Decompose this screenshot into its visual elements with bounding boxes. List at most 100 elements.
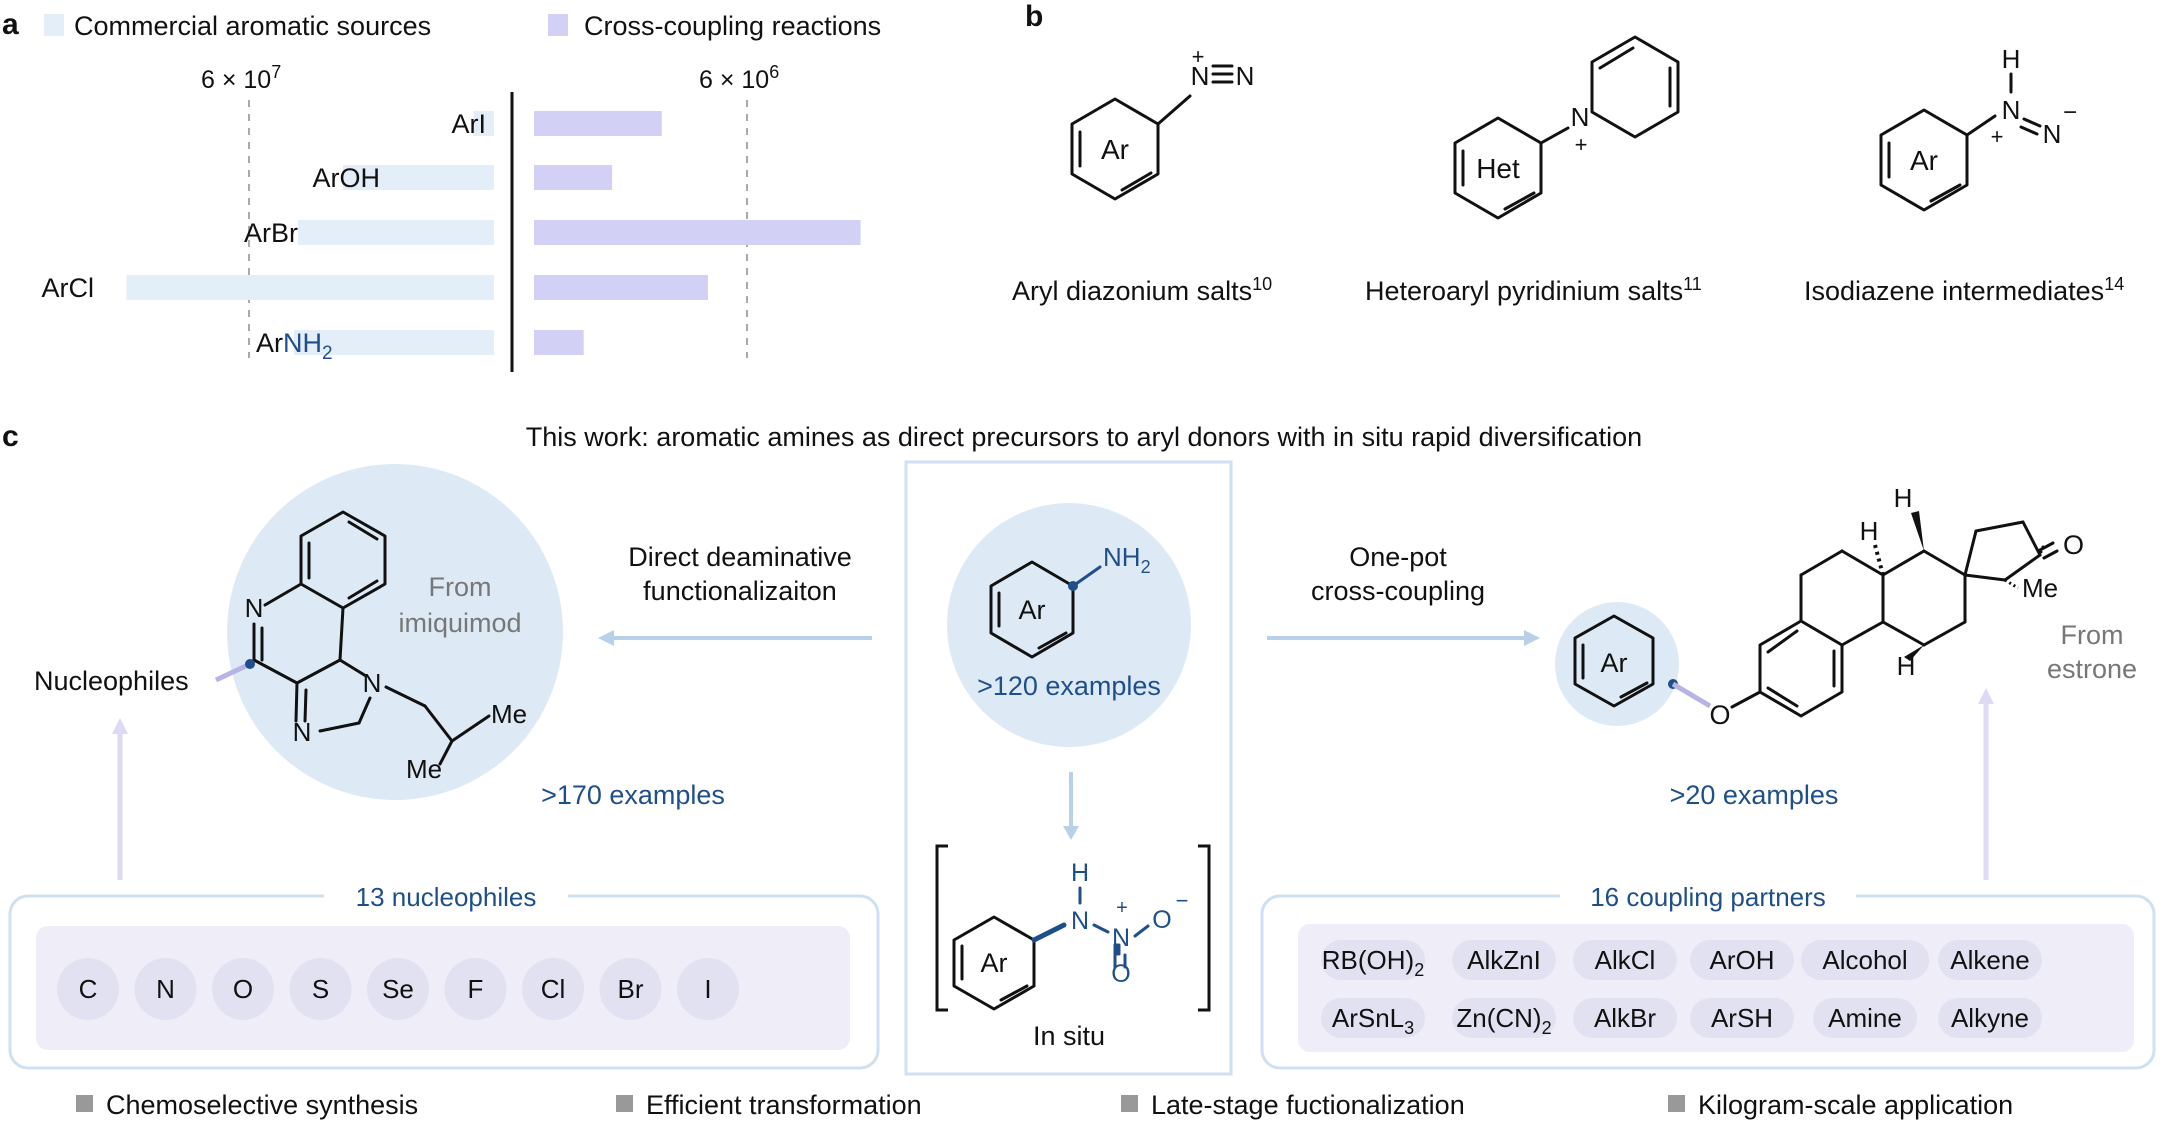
panel-c-label: c: [2, 420, 19, 453]
coupling-partners-box-title: 16 coupling partners: [1590, 882, 1826, 912]
atom-n: N: [2002, 95, 2021, 125]
category-label: ArBr: [244, 218, 298, 248]
wedge-bond: [1904, 645, 1924, 661]
wedge-bond: [1911, 511, 1924, 551]
charge-plus: +: [1192, 44, 1205, 69]
bar-commercial-arnh2: [293, 330, 494, 355]
coupling-partner-chip: [1801, 940, 1929, 980]
atom-o: O: [2063, 530, 2084, 560]
imiquimod-circle: [227, 464, 563, 800]
atom-n: N: [1571, 102, 1590, 132]
bar-crosscoupling-arbr: [534, 220, 861, 245]
aryl-diazonium-structure: Ar N + N: [1070, 44, 1255, 201]
caption-isodiazene: Isodiazene intermediates14: [1804, 274, 2124, 306]
bar-crosscoupling-ari: [534, 111, 662, 136]
nucleophile-chip: [677, 958, 739, 1020]
ref-line-label-right: 6 × 106: [699, 62, 779, 94]
bar-crosscoupling-arnh2: [534, 330, 584, 355]
methyl-label: Me: [2022, 573, 2058, 603]
coupling-partner-chip: [1452, 998, 1556, 1038]
nh2-label: NH2: [1103, 542, 1151, 577]
category-label: ArNH2: [256, 328, 333, 364]
coupling-partner-chip: [1938, 940, 2042, 980]
coupling-partner-chip-label: ArSnL3: [1332, 1003, 1414, 1038]
right-arrowhead: [1524, 630, 1540, 646]
ref-line-label-left: 6 × 107: [201, 62, 281, 94]
coupling-partner-chip: [1690, 998, 1794, 1038]
nucleophiles-label: Nucleophiles: [34, 666, 189, 696]
estrone-structure: H Ar O O: [1573, 483, 2084, 730]
coupling-bond: [1671, 681, 1712, 709]
from-label: From: [429, 572, 492, 602]
atom-h: H: [1071, 859, 1089, 887]
from-source-label: imiquimod: [398, 608, 521, 638]
commercial-bars: [126, 111, 494, 355]
left-arrow-label: Direct deaminative: [628, 542, 852, 572]
feature-label: Late-stage fuctionalization: [1151, 1090, 1465, 1120]
center-circle: [947, 503, 1191, 747]
bar-commercial-arcl: [126, 275, 494, 300]
feature-bullet-icon: [76, 1095, 93, 1112]
coupling-partner-chip: [1690, 940, 1794, 980]
coupling-partner-chip: [1573, 998, 1677, 1038]
center-examples: >120 examples: [977, 671, 1161, 701]
category-label: ArCl: [42, 273, 95, 303]
ar-label: Ar: [1101, 134, 1129, 165]
ar-label: Ar: [1601, 648, 1628, 678]
atom-n: N: [293, 717, 312, 747]
atom-n: N: [245, 593, 264, 623]
coupling-partner-chip: [1938, 998, 2042, 1038]
ar-label: Ar: [1019, 595, 1046, 625]
nitrosamine-structure: Ar H N N + O − O: [935, 844, 1211, 1012]
center-panel: [904, 460, 1233, 1076]
imiquimod-structure: N N N Me Me: [214, 510, 527, 784]
charge-plus: +: [1991, 124, 2004, 149]
legend-swatch-commercial: [44, 14, 64, 36]
nucleophile-chip-label: Br: [618, 974, 644, 1004]
ar-label: Ar: [1910, 145, 1938, 176]
nucleophiles-box-title: 13 nucleophiles: [356, 882, 537, 912]
center-down-arrowhead: [1063, 826, 1079, 840]
bar-chart: 6 × 107 6 × 106 ArI ArOH ArBr ArCl ArNH2: [42, 62, 861, 372]
charge-plus: +: [1575, 132, 1588, 157]
coupling-partner-chip-label: ArSH: [1711, 1003, 1773, 1033]
coupling-partner-chip-label: Amine: [1828, 1003, 1902, 1033]
atom-h: H: [1860, 516, 1879, 546]
nucleophile-chip: [57, 958, 119, 1020]
atom-n: N: [1236, 61, 1255, 91]
crosscoupling-bars: [534, 111, 861, 355]
attachment-dot: [245, 659, 255, 669]
coupling-partner-chip-label: RB(OH)2: [1322, 945, 1424, 980]
left-examples: >170 examples: [541, 780, 725, 810]
nucleophile-chip-label: Cl: [541, 974, 566, 1004]
right-up-arrowhead: [1978, 688, 1994, 704]
atom-n: N: [363, 668, 382, 698]
right-arrow-label: cross-coupling: [1311, 576, 1485, 606]
coupling-partner-chip: [1573, 940, 1677, 980]
from-label: From: [2061, 620, 2124, 650]
bar-commercial-aroh: [342, 165, 494, 190]
atom-h: H: [1894, 483, 1913, 513]
caption-aryl-diazonium: Aryl diazonium salts10: [1012, 274, 1272, 306]
coupling-partner-chip-label: AlkZnI: [1467, 945, 1541, 975]
right-arrow-label: One-pot: [1349, 542, 1447, 572]
feature-label: Efficient transformation: [646, 1090, 922, 1120]
nucleophile-chip: [367, 958, 429, 1020]
het-label: Het: [1476, 153, 1520, 184]
feature-bullet-icon: [1121, 1095, 1138, 1112]
nucleophile-bond: [214, 661, 252, 683]
feature-bullet-icon: [1668, 1095, 1685, 1112]
hash-bond: [1873, 544, 1885, 576]
category-label: ArOH: [313, 163, 381, 193]
nucleophile-chip: [289, 958, 352, 1020]
atom-n: N: [1071, 907, 1089, 935]
nucleophile-chip-label: O: [233, 974, 253, 1004]
coupling-partner-chip-label: AlkBr: [1594, 1003, 1656, 1033]
left-up-arrowhead: [112, 718, 128, 734]
coupling-partner-chip: [1813, 998, 1917, 1038]
atom-o: O: [1111, 960, 1130, 988]
caption-heteroaryl-pyridinium: Heteroaryl pyridinium salts11: [1365, 274, 1702, 306]
coupling-partner-chip: [1321, 998, 1425, 1038]
